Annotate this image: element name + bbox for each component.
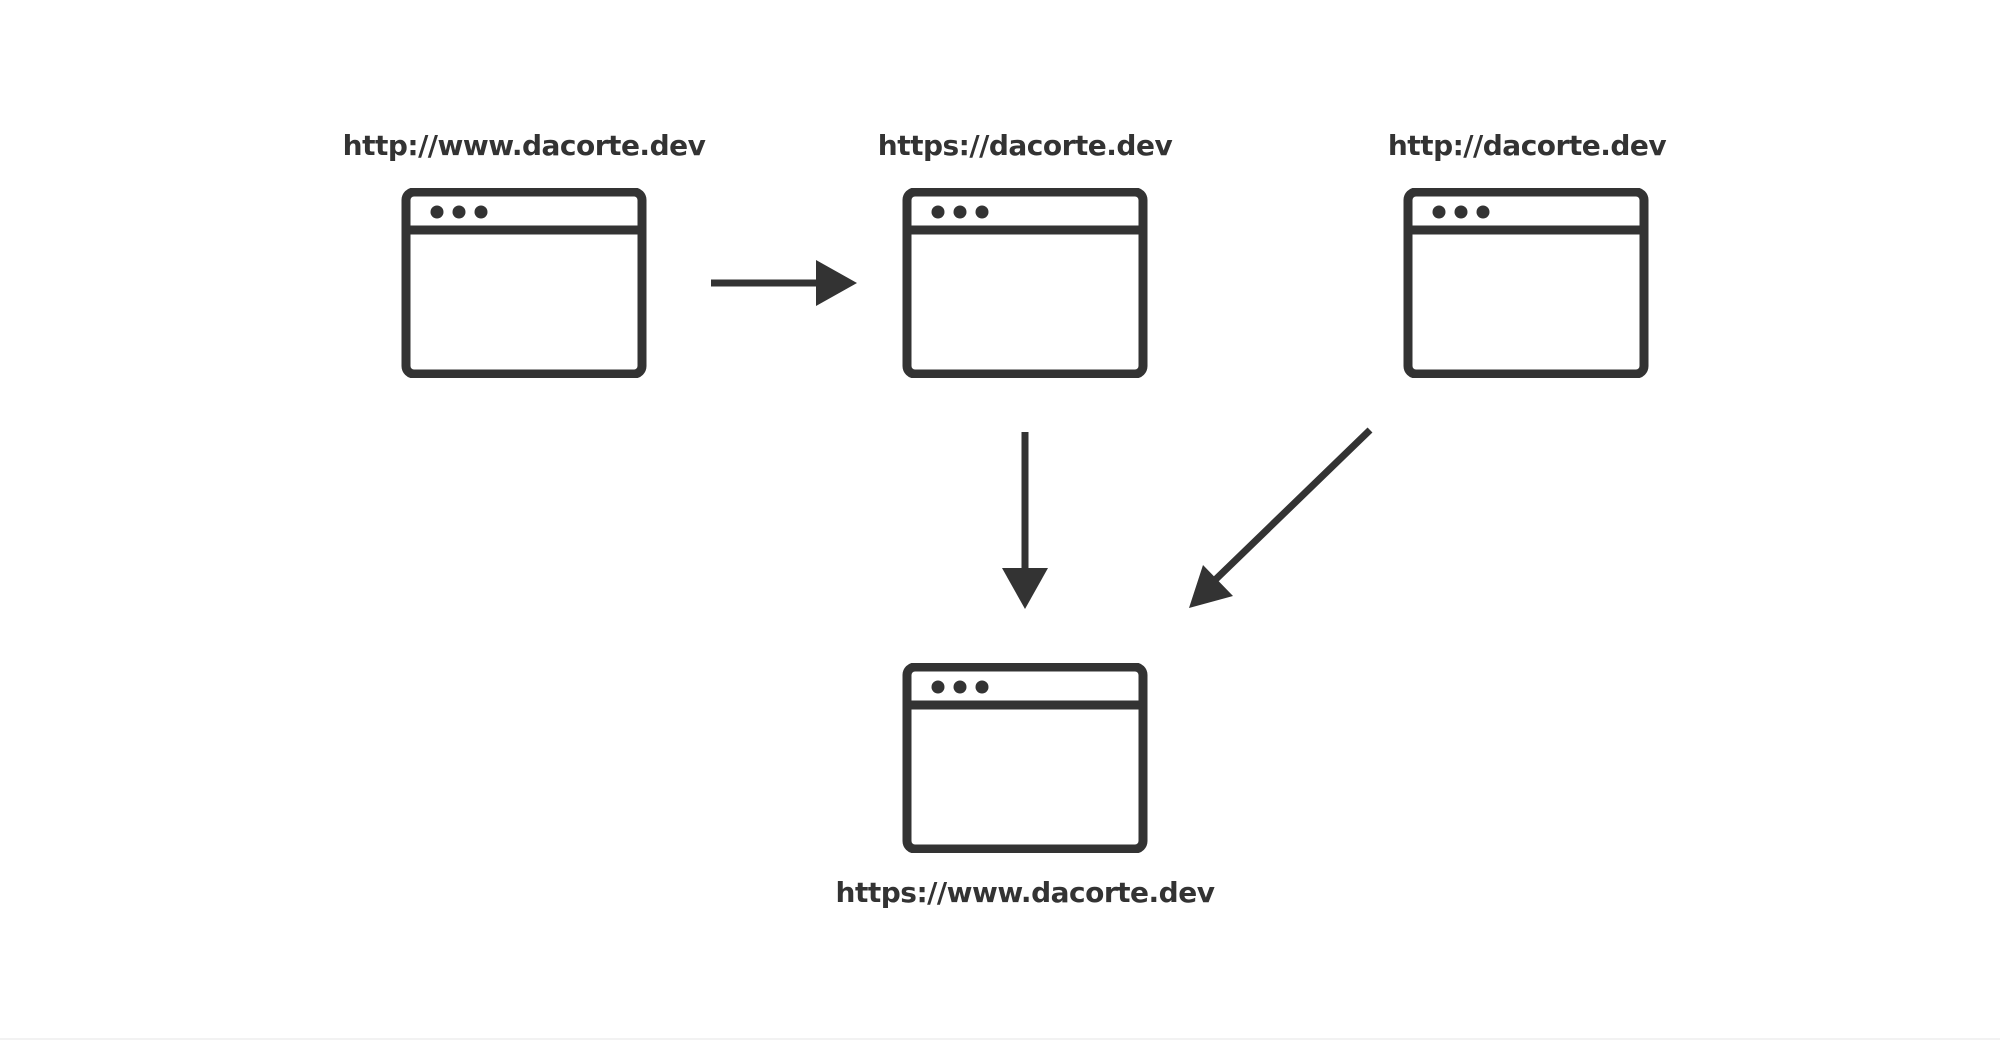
- browser-window-icon: [1403, 188, 1649, 378]
- label-https-apex: https://dacorte.dev: [877, 129, 1173, 162]
- label-https-www: https://www.dacorte.dev: [835, 876, 1215, 909]
- browser-window-icon: [902, 188, 1148, 378]
- label-http-www: http://www.dacorte.dev: [342, 129, 706, 162]
- label-http-apex: http://dacorte.dev: [1387, 129, 1667, 162]
- arrow-http-apex-to-https-www: [1189, 427, 1373, 608]
- browser-window-icon: [401, 188, 647, 378]
- arrow-https-apex-to-https-www: [1002, 432, 1048, 609]
- arrow-http-www-to-https-apex: [711, 260, 857, 306]
- browser-window-icon: [902, 663, 1148, 853]
- bottom-divider: [0, 1038, 2000, 1040]
